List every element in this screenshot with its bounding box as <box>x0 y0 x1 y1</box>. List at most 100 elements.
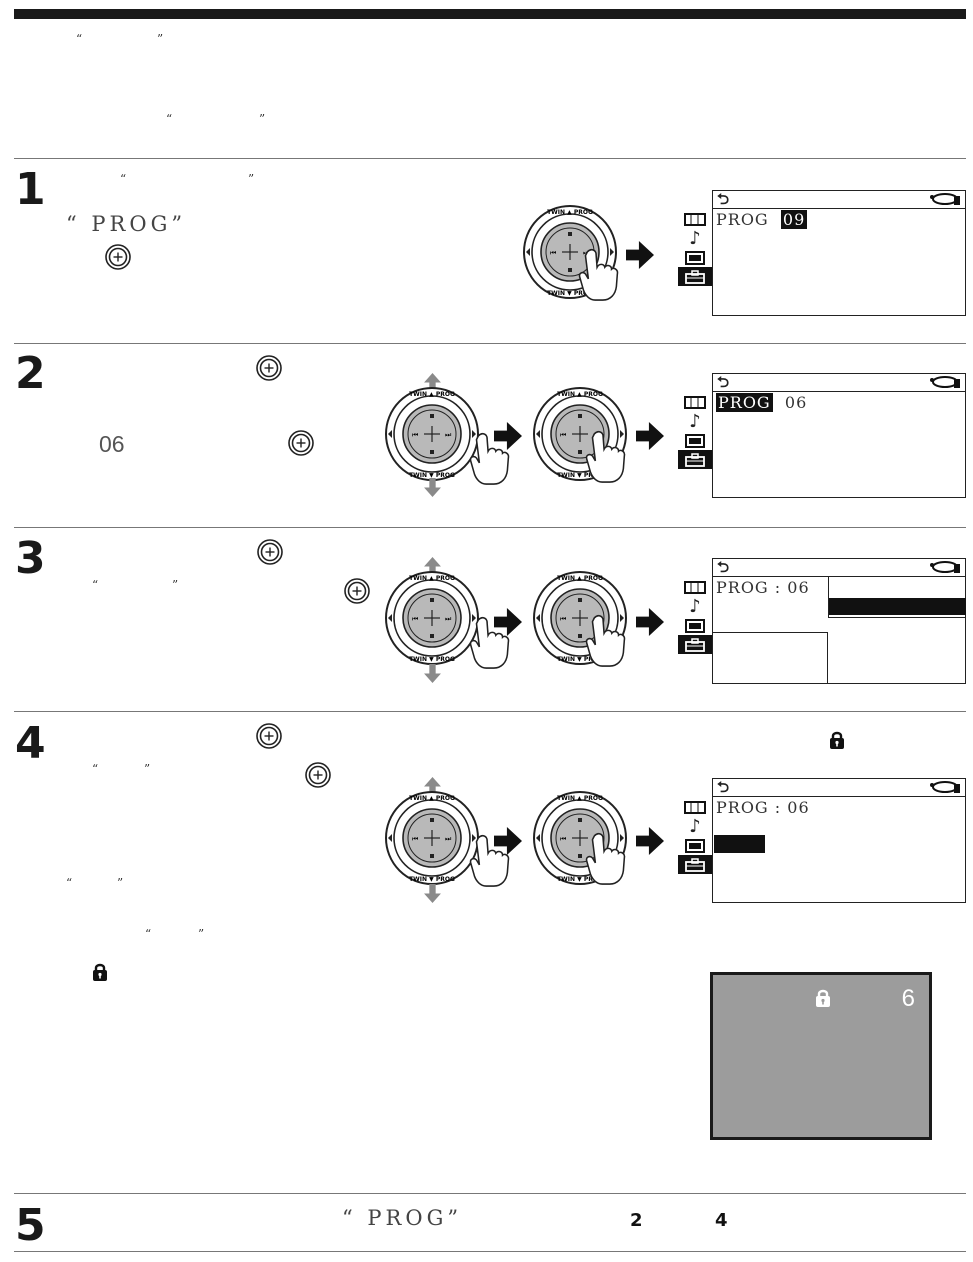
option-box <box>713 632 828 684</box>
step4-quote-open: “ <box>92 762 99 776</box>
music-note-icon: ♪ <box>689 816 701 837</box>
step1-prog-label: “ PROG” <box>66 212 187 236</box>
intro-quote-close-2: ” <box>259 112 266 126</box>
step4-note-quote-close: ” <box>117 876 124 890</box>
prog-value: 09 <box>780 210 808 229</box>
film-icon <box>678 616 712 635</box>
picture-menu-icon <box>678 210 712 229</box>
lock-icon <box>92 963 108 982</box>
enter-button-icon <box>257 539 283 565</box>
hand-icon <box>585 614 626 667</box>
step4-note2-quote-close: ” <box>198 927 205 941</box>
lock-icon <box>816 989 830 1007</box>
hand-icon <box>578 248 619 301</box>
toolbox-icon <box>678 267 712 286</box>
right-arrow-icon <box>636 608 664 636</box>
menu-sidebar: ♪ <box>678 798 712 874</box>
screen-display: ⮌ PROG 06 <box>712 373 966 498</box>
step2-value: 06 <box>99 431 125 457</box>
brand-logo-icon <box>930 561 960 573</box>
submenu-highlight <box>829 598 966 615</box>
down-arrow-icon <box>424 478 441 497</box>
film-icon <box>678 431 712 450</box>
return-icon: ⮌ <box>717 373 730 391</box>
menu-sidebar: ♪ <box>678 578 712 654</box>
brand-logo-icon <box>930 376 960 388</box>
music-note-icon: ♪ <box>689 228 701 249</box>
control-pad-icon <box>385 387 479 481</box>
step4-quote-close: ” <box>144 762 151 776</box>
down-arrow-icon <box>424 884 441 903</box>
right-arrow-icon <box>636 422 664 450</box>
enter-button-icon <box>256 355 282 381</box>
top-bar <box>14 9 966 19</box>
tv-screen-preview: 6 <box>710 972 932 1140</box>
channel-number: 6 <box>901 985 915 1012</box>
prog-value: 06 <box>784 393 808 412</box>
enter-button-icon <box>105 244 131 270</box>
screen-display: ⮌ PROG : 06 <box>712 778 966 903</box>
toolbox-icon <box>678 855 712 874</box>
right-arrow-icon <box>494 827 522 855</box>
intro-quote-open-2: “ <box>166 112 173 126</box>
music-note-icon: ♪ <box>689 411 701 432</box>
return-icon: ⮌ <box>717 190 730 208</box>
step-ref: 2 <box>630 1210 643 1231</box>
intro-quote-open: “ <box>76 32 83 46</box>
divider <box>14 158 966 159</box>
right-arrow-icon <box>494 608 522 636</box>
right-arrow-icon <box>636 827 664 855</box>
picture-menu-icon <box>678 393 712 412</box>
hand-icon <box>585 832 626 885</box>
down-arrow-icon <box>424 664 441 683</box>
brand-logo-icon <box>930 193 960 205</box>
enter-button-icon <box>288 430 314 456</box>
film-icon <box>678 248 712 267</box>
step-ref: 4 <box>715 1210 728 1231</box>
picture-menu-icon <box>678 798 712 817</box>
control-pad-icon <box>385 571 479 665</box>
right-arrow-icon <box>494 422 522 450</box>
return-icon: ⮌ <box>717 558 730 576</box>
intro-quote-close: ” <box>157 32 164 46</box>
menu-sidebar: ♪ <box>678 210 712 286</box>
step-number: 3 <box>15 533 46 584</box>
step-number: 2 <box>15 348 46 399</box>
return-icon: ⮌ <box>717 778 730 796</box>
divider <box>14 343 966 344</box>
control-pad-icon <box>385 791 479 885</box>
step1-quote-open: “ <box>120 172 127 186</box>
screen-display: ⮌ PROG 09 <box>712 190 966 316</box>
right-arrow-icon <box>626 241 654 269</box>
divider <box>14 1193 966 1194</box>
brand-logo-icon <box>930 781 960 793</box>
enter-button-icon <box>305 762 331 788</box>
enter-button-icon <box>344 578 370 604</box>
step-number: 4 <box>15 718 46 769</box>
film-icon <box>678 836 712 855</box>
screen-display: ⮌ PROG : 06 <box>712 558 966 684</box>
step1-quote-close: ” <box>248 172 255 186</box>
submenu-box <box>828 577 966 618</box>
toolbox-icon <box>678 635 712 654</box>
hand-icon <box>585 430 626 483</box>
toolbox-icon <box>678 450 712 469</box>
step3-quote-close: ” <box>172 578 179 592</box>
prog-readout: PROG 09 <box>716 210 808 229</box>
divider <box>14 527 966 528</box>
music-note-icon: ♪ <box>689 596 701 617</box>
enter-button-icon <box>256 723 282 749</box>
picture-menu-icon <box>678 578 712 597</box>
prog-readout: PROG : 06 <box>716 578 810 597</box>
step-number: 5 <box>15 1200 46 1251</box>
divider <box>14 1251 966 1252</box>
step4-note-quote-open: “ <box>66 876 73 890</box>
menu-sidebar: ♪ <box>678 393 712 469</box>
prog-readout: PROG : 06 <box>716 798 810 817</box>
divider <box>14 711 966 712</box>
step4-note2-quote-open: “ <box>145 927 152 941</box>
lock-icon <box>829 731 845 750</box>
option-highlight <box>714 835 765 853</box>
step3-quote-open: “ <box>92 578 99 592</box>
step5-prog-label: “ PROG” <box>342 1206 463 1230</box>
